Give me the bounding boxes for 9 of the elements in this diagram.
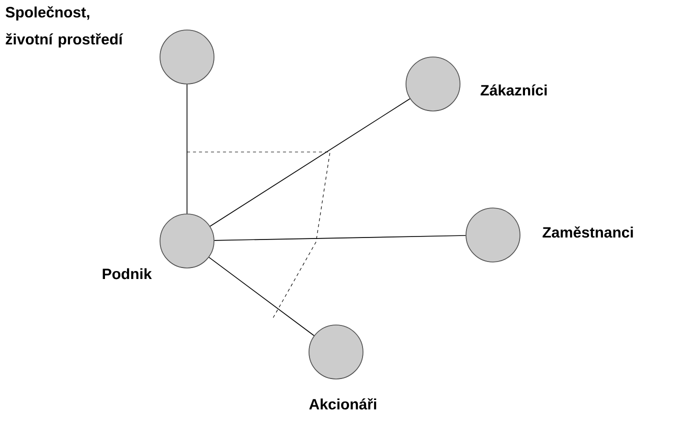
connector-line [214,235,466,241]
node-label: Zaměstnanci [542,226,633,238]
connector-line [210,98,410,227]
connector-line [186,84,188,214]
node-label: Zákazníci [480,84,547,96]
node-label: Společnost, životní prostředí [6,6,124,48]
node-label: Akcionáři [309,398,376,410]
connector-line [208,256,314,336]
node-label: Podnik [102,268,152,280]
